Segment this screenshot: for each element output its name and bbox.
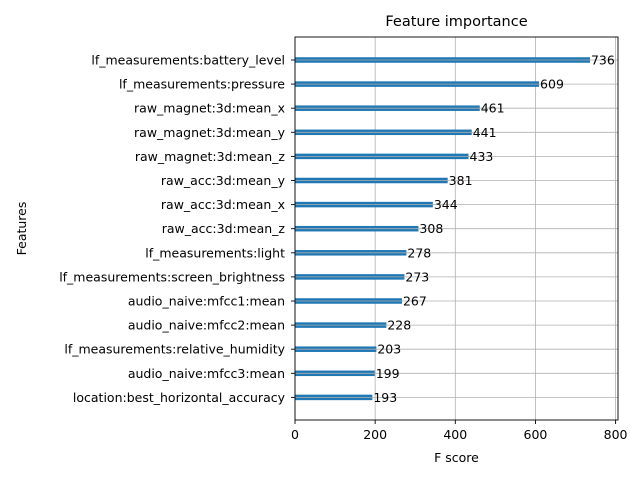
y-axis-label: Features [14,202,29,256]
x-tick-label: 400 [443,427,467,442]
chart-title: Feature importance [385,14,527,30]
bar-value-label: 441 [473,125,497,140]
bar-value-label: 273 [405,269,429,284]
y-tick-label: lf_measurements:light [145,245,285,260]
y-tick-label: lf_measurements:screen_brightness [59,269,285,284]
bar-value-label: 381 [449,173,473,188]
y-tick-label: audio_naive:mfcc3:mean [128,366,285,381]
bar-value-label: 193 [373,390,397,405]
bar-value-label: 228 [387,318,411,333]
bar-value-label: 278 [407,245,431,260]
y-tick-label: location:best_horizontal_accuracy [73,390,286,405]
y-tick-label: lf_measurements:relative_humidity [64,342,285,357]
bar-value-label: 736 [591,53,615,68]
y-tick-label: raw_magnet:3d:mean_x [134,101,285,116]
value-labels: 736 609 461 441 433 381 344 308 278 273 267 228 203 1… [373,53,615,405]
bar-value-label: 308 [419,221,443,236]
x-tick-label: 600 [524,427,548,442]
y-tick-label: raw_magnet:3d:mean_z [135,149,286,164]
bar-value-label: 344 [434,197,458,212]
y-tick-label: raw_acc:3d:mean_x [161,197,285,212]
bar-value-label: 203 [377,342,401,357]
y-tick-label: raw_acc:3d:mean_z [162,221,286,236]
bar-value-label: 461 [481,101,505,116]
x-tick-label: 0 [291,427,299,442]
y-tick-label: lf_measurements:battery_level [91,53,285,68]
x-tick-label: 800 [604,427,628,442]
y-tick-label: audio_naive:mfcc1:mean [128,294,285,309]
x-tick-label: 200 [363,427,387,442]
y-tick-label: raw_acc:3d:mean_y [161,173,286,188]
bar-value-label: 609 [540,77,564,92]
y-axis-ticks: lf_measurements:battery_level lf_measurem… [59,53,295,405]
x-axis-label: F score [434,450,479,465]
y-tick-label: audio_naive:mfcc2:mean [128,318,285,333]
y-tick-label: lf_measurements:pressure [119,77,285,92]
bar-value-label: 433 [470,149,494,164]
y-tick-label: raw_magnet:3d:mean_y [134,125,286,140]
bars-layer [295,57,590,401]
x-axis-ticks: 0 200 400 600 800 [291,420,628,442]
bar-value-label: 267 [403,294,427,309]
bar-value-label: 199 [376,366,400,381]
